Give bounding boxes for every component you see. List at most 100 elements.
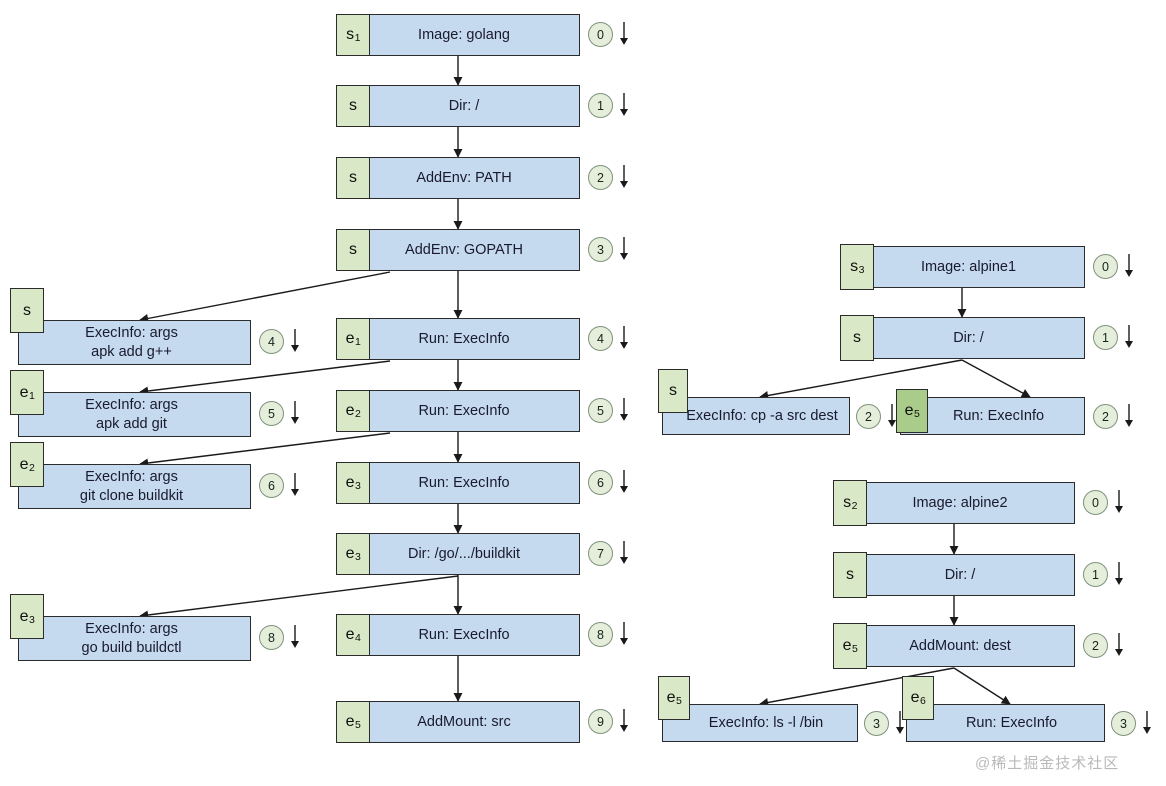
badge-down-arrow-icon xyxy=(1125,325,1133,348)
node-tag-r2a: s xyxy=(658,369,688,413)
badge-down-arrow-icon xyxy=(896,711,904,734)
node-label: Run: ExecInfo xyxy=(965,714,1058,731)
node-badge-m1: 1 xyxy=(588,93,613,118)
tag-subscript: 4 xyxy=(355,632,361,644)
node-badge-m8: 8 xyxy=(588,622,613,647)
tag-subscript: 3 xyxy=(355,480,361,492)
node-badge-m3: 3 xyxy=(588,237,613,262)
tag-subscript: 3 xyxy=(355,551,361,563)
node-m0[interactable]: Image: golang xyxy=(336,14,580,56)
node-r0[interactable]: Image: alpine1 xyxy=(840,246,1085,288)
node-tag-r1: s xyxy=(840,315,874,361)
node-r1[interactable]: Dir: / xyxy=(840,317,1085,359)
tag-subscript: 2 xyxy=(355,408,361,420)
node-label: AddMount: src xyxy=(417,713,511,730)
node-m2[interactable]: AddEnv: PATH xyxy=(336,157,580,199)
tag-subscript: 5 xyxy=(355,719,361,731)
node-label: ExecInfo: args git clone buildkit xyxy=(79,469,184,504)
tag-subscript: 6 xyxy=(920,695,926,707)
node-q1[interactable]: Dir: / xyxy=(833,554,1075,596)
badge-down-arrow-icon xyxy=(620,93,628,116)
node-badge-b4: 4 xyxy=(259,329,284,354)
badge-down-arrow-icon xyxy=(291,329,299,352)
node-b5[interactable]: ExecInfo: args apk add git xyxy=(18,392,251,437)
node-label: ExecInfo: args apk add g++ xyxy=(85,325,178,360)
node-label: Run: ExecInfo xyxy=(418,402,510,419)
edge-r1-to-r2b xyxy=(961,359,1031,398)
badge-down-arrow-icon xyxy=(620,237,628,260)
node-badge-b6: 6 xyxy=(259,473,284,498)
node-label: Run: ExecInfo xyxy=(418,330,510,347)
node-badge-r1: 1 xyxy=(1093,325,1118,350)
node-b8[interactable]: ExecInfo: args go build buildctl xyxy=(18,616,251,661)
node-r2a[interactable]: ExecInfo: cp -a src dest xyxy=(662,397,850,435)
node-badge-r2a: 2 xyxy=(856,404,881,429)
node-b4[interactable]: ExecInfo: args apk add g++ xyxy=(18,320,251,365)
node-badge-b5: 5 xyxy=(259,401,284,426)
badge-down-arrow-icon xyxy=(291,473,299,496)
node-q3b[interactable]: Run: ExecInfo xyxy=(906,704,1105,742)
badge-down-arrow-icon xyxy=(291,401,299,424)
edge-m7-to-b8 xyxy=(139,575,459,620)
node-m4[interactable]: Run: ExecInfo xyxy=(336,318,580,360)
tag-subscript: 5 xyxy=(852,643,858,655)
edge-m5-to-b6 xyxy=(139,432,391,468)
node-badge-m7: 7 xyxy=(588,541,613,566)
node-badge-q2: 2 xyxy=(1083,633,1108,658)
node-badge-q3b: 3 xyxy=(1111,711,1136,736)
node-m7[interactable]: Dir: /go/.../buildkit xyxy=(336,533,580,575)
node-label: Image: alpine2 xyxy=(912,494,1008,511)
tag-subscript: 2 xyxy=(29,461,35,474)
node-label: AddEnv: PATH xyxy=(416,169,512,186)
badge-down-arrow-icon xyxy=(1125,404,1133,427)
tag-subscript: 2 xyxy=(851,500,858,512)
badge-down-arrow-icon xyxy=(620,398,628,421)
node-tag-b4: s xyxy=(10,288,44,333)
edge-q2-to-q3a xyxy=(759,667,955,707)
node-label: Image: alpine1 xyxy=(920,258,1017,275)
node-m8[interactable]: Run: ExecInfo xyxy=(336,614,580,656)
node-q3a[interactable]: ExecInfo: ls -l /bin xyxy=(662,704,858,742)
node-m6[interactable]: Run: ExecInfo xyxy=(336,462,580,504)
node-label: Run: ExecInfo xyxy=(952,407,1045,424)
node-q0[interactable]: Image: alpine2 xyxy=(833,482,1075,524)
node-m5[interactable]: Run: ExecInfo xyxy=(336,390,580,432)
tag-subscript: 1 xyxy=(355,336,361,348)
node-label: ExecInfo: cp -a src dest xyxy=(686,407,838,424)
edge-m3-to-b4 xyxy=(139,271,391,323)
badge-down-arrow-icon xyxy=(1143,711,1151,734)
node-q2[interactable]: AddMount: dest xyxy=(833,625,1075,667)
node-m9[interactable]: AddMount: src xyxy=(336,701,580,743)
node-label: Dir: / xyxy=(944,566,976,583)
node-b6[interactable]: ExecInfo: args git clone buildkit xyxy=(18,464,251,509)
badge-down-arrow-icon xyxy=(620,470,628,493)
tag-subscript: 1 xyxy=(354,32,361,44)
node-label: Dir: / xyxy=(953,329,984,346)
node-badge-r2b: 2 xyxy=(1093,404,1118,429)
edge-m4-to-b5 xyxy=(139,360,391,396)
tag-subscript: 5 xyxy=(676,695,682,707)
node-badge-m2: 2 xyxy=(588,165,613,190)
node-m3[interactable]: AddEnv: GOPATH xyxy=(336,229,580,271)
node-label: ExecInfo: ls -l /bin xyxy=(708,714,824,731)
node-m1[interactable]: Dir: / xyxy=(336,85,580,127)
node-label: Dir: / xyxy=(448,97,480,114)
badge-down-arrow-icon xyxy=(888,404,896,427)
badge-down-arrow-icon xyxy=(620,22,628,45)
badge-down-arrow-icon xyxy=(1115,633,1123,656)
node-label: Run: ExecInfo xyxy=(418,474,510,491)
edge-q2-to-q3b xyxy=(953,667,1011,705)
node-r2b[interactable]: Run: ExecInfo xyxy=(900,397,1085,435)
